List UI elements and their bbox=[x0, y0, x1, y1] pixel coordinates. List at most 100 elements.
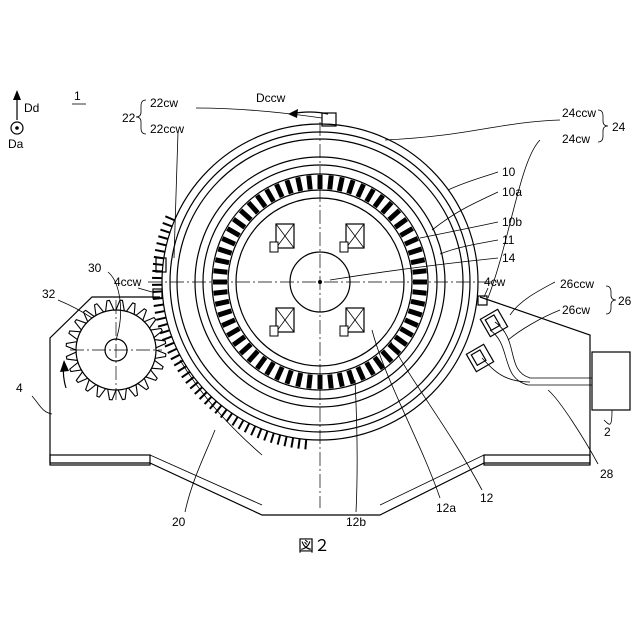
stator-slot bbox=[221, 236, 236, 246]
stator-slot bbox=[274, 183, 284, 198]
label-14: 14 bbox=[502, 251, 516, 265]
stator-slot bbox=[404, 236, 419, 246]
label-4: 4 bbox=[16, 381, 23, 395]
stator-slot bbox=[215, 299, 230, 307]
gear-tooth bbox=[182, 372, 190, 378]
stator-slot bbox=[255, 356, 267, 370]
label-12: 12 bbox=[480, 491, 494, 505]
controller-2 bbox=[592, 352, 630, 410]
stator-slot bbox=[232, 217, 246, 229]
stator-slot bbox=[306, 175, 312, 189]
gear-tooth bbox=[264, 431, 267, 440]
label-dccw: Dccw bbox=[256, 91, 286, 105]
stator-slot bbox=[213, 289, 227, 295]
stator-slot bbox=[412, 289, 426, 295]
stator-slot bbox=[346, 179, 355, 194]
figure-caption: 図２ bbox=[298, 538, 330, 555]
stator-slot bbox=[247, 201, 260, 215]
gear-tooth bbox=[168, 349, 177, 353]
label-24cw: 24cw bbox=[562, 132, 590, 146]
label-22ccw: 22ccw bbox=[150, 122, 184, 136]
stator-slot bbox=[247, 349, 260, 363]
stator-slot bbox=[364, 361, 375, 376]
stator-slot bbox=[295, 177, 303, 192]
label-da: Da bbox=[8, 137, 24, 151]
gear-tooth bbox=[251, 426, 255, 435]
label-10b: 10b bbox=[502, 215, 522, 229]
gear-tooth bbox=[165, 343, 174, 347]
direction-legend: Dd Da 1 bbox=[8, 89, 86, 151]
stator-slot bbox=[412, 268, 426, 274]
stator-slot bbox=[232, 335, 246, 347]
stator-slot bbox=[226, 326, 241, 337]
label-22: 22 bbox=[122, 111, 136, 125]
stator-slot bbox=[213, 268, 227, 274]
label-4ccw: 4ccw bbox=[114, 275, 142, 289]
gear-tooth bbox=[171, 355, 180, 360]
label-24ccw: 24ccw bbox=[562, 106, 596, 120]
stator-slot bbox=[264, 361, 275, 376]
label-20: 20 bbox=[172, 515, 186, 529]
label-12b: 12b bbox=[346, 515, 366, 529]
gear-tooth bbox=[178, 366, 186, 371]
stator-slot bbox=[399, 326, 414, 337]
label-22cw: 22cw bbox=[150, 96, 178, 110]
coil bbox=[270, 308, 294, 336]
label-26: 26 bbox=[618, 294, 632, 308]
gear-tooth bbox=[239, 420, 244, 429]
gear-tooth bbox=[271, 433, 274, 443]
label-11: 11 bbox=[502, 233, 515, 247]
gear-tooth bbox=[305, 439, 306, 449]
stator-slot bbox=[239, 209, 253, 222]
gear-tooth bbox=[162, 337, 171, 340]
label-32: 32 bbox=[42, 287, 56, 301]
label-26cw: 26cw bbox=[562, 303, 590, 317]
gear-tooth bbox=[165, 216, 174, 220]
gear-tooth bbox=[298, 439, 299, 449]
bracket-24 bbox=[598, 110, 608, 142]
label-10: 10 bbox=[502, 165, 516, 179]
coil bbox=[270, 224, 294, 252]
stator-slot bbox=[408, 308, 423, 317]
stator-slot bbox=[239, 342, 253, 355]
gear-tooth bbox=[284, 436, 286, 446]
stator-slot bbox=[387, 209, 401, 222]
gear-tooth bbox=[227, 413, 233, 421]
stator-slot bbox=[408, 247, 423, 256]
stator-slot bbox=[306, 374, 312, 388]
stator-slot bbox=[217, 308, 232, 317]
label-28: 28 bbox=[600, 467, 614, 481]
stator-slot bbox=[215, 257, 230, 265]
stator-slot bbox=[327, 175, 333, 189]
stator-slot bbox=[364, 188, 375, 203]
stator-slot bbox=[295, 372, 303, 387]
stator-slot bbox=[380, 201, 393, 215]
stator-slot bbox=[217, 247, 232, 256]
label-device-1: 1 bbox=[74, 89, 81, 103]
gear-tooth bbox=[278, 435, 281, 445]
gear-tooth bbox=[158, 324, 168, 327]
stator-slot bbox=[410, 299, 425, 307]
gear-tooth bbox=[155, 250, 165, 252]
gear-tooth bbox=[153, 264, 163, 265]
stator-slot bbox=[394, 217, 408, 229]
stator-slot bbox=[337, 372, 345, 387]
label-dd: Dd bbox=[24, 101, 39, 115]
stator-slot bbox=[346, 370, 355, 385]
stator-slot bbox=[327, 374, 333, 388]
stator-slot bbox=[274, 366, 284, 381]
ring-gear-20 bbox=[152, 124, 478, 449]
stator-slot bbox=[410, 257, 425, 265]
stator-slot bbox=[285, 370, 294, 385]
stator-slot bbox=[394, 335, 408, 347]
label-2: 2 bbox=[604, 425, 611, 439]
gear-tooth bbox=[152, 291, 162, 292]
gear-tooth bbox=[163, 223, 172, 227]
label-26ccw: 26ccw bbox=[560, 277, 594, 291]
bracket-26 bbox=[606, 286, 616, 314]
stator-slot bbox=[221, 318, 236, 328]
gear-tooth bbox=[154, 305, 164, 306]
gear-tooth bbox=[158, 236, 168, 239]
stator-slot bbox=[226, 226, 241, 237]
stator-slot bbox=[255, 194, 267, 208]
